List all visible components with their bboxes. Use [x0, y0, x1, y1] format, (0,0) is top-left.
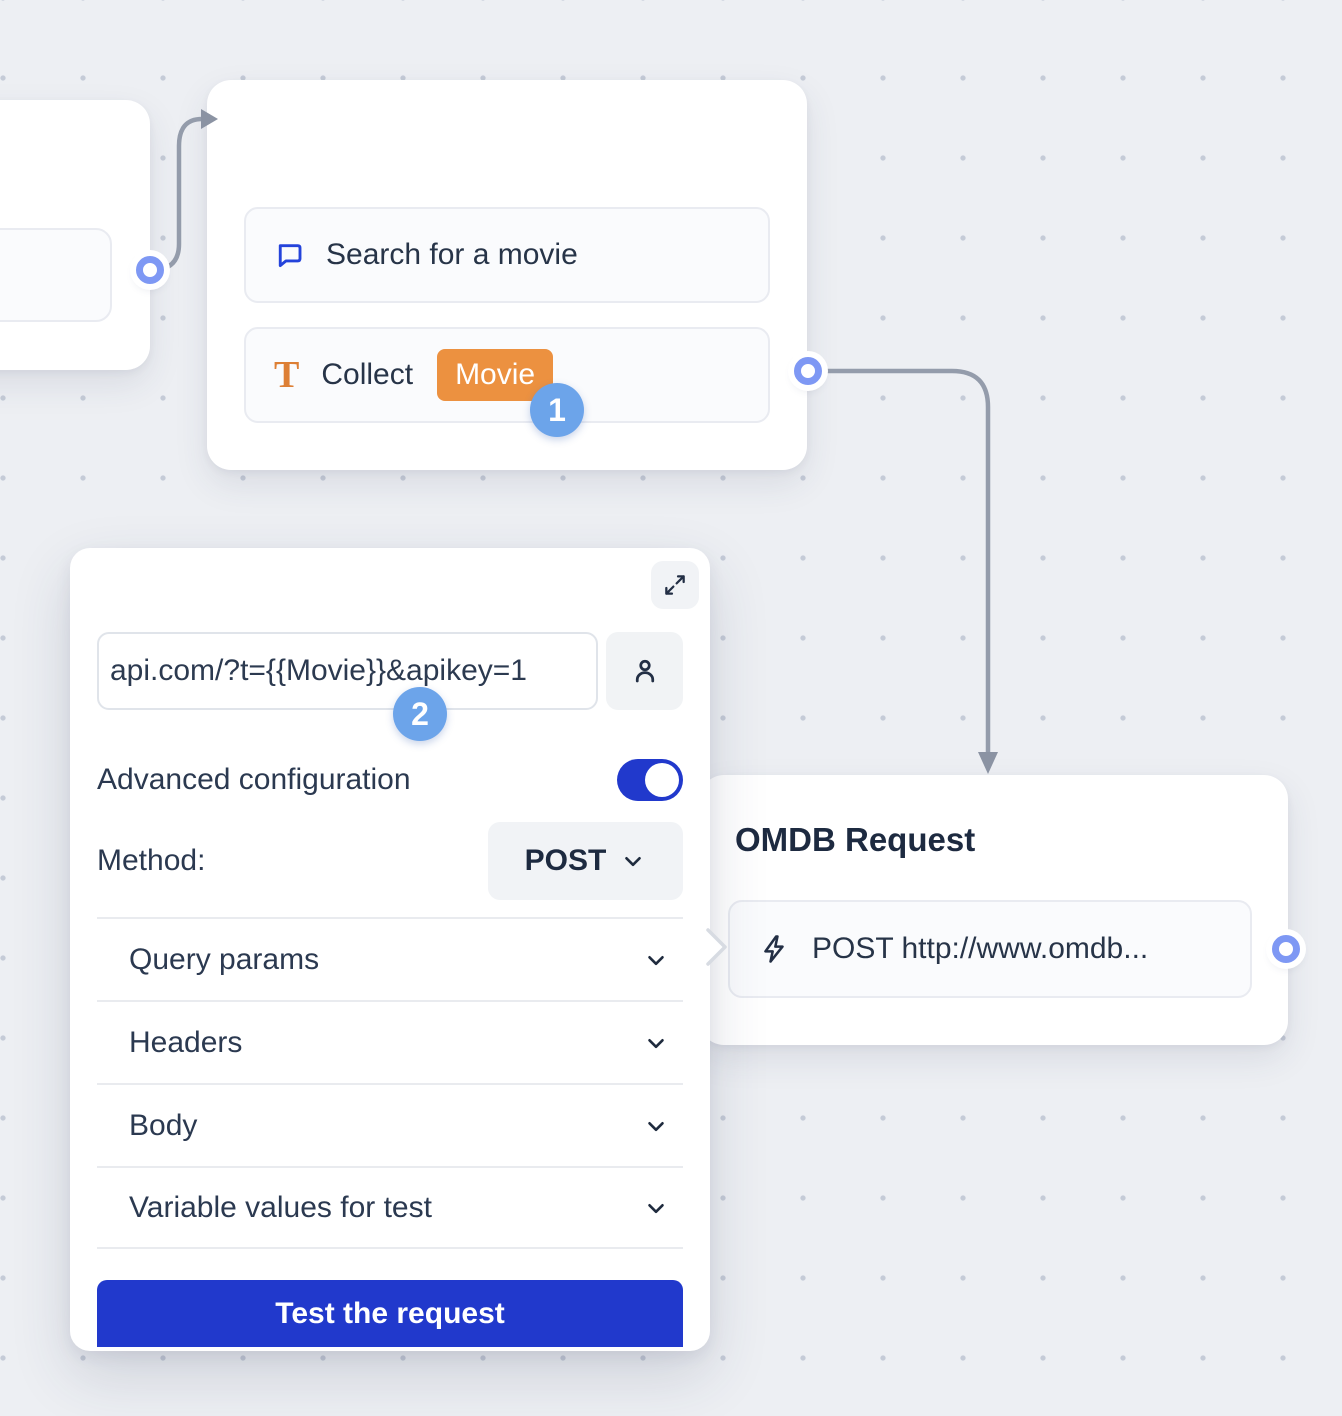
section-headers[interactable]: Headers [97, 1000, 683, 1083]
method-label: Method: [97, 844, 206, 877]
section-query-params[interactable]: Query params [97, 917, 683, 1000]
edge-left-to-movie [147, 116, 205, 273]
text-collect-icon: T [274, 354, 300, 396]
collect-block[interactable]: T Collect Movie [244, 327, 770, 423]
chevron-down-icon [648, 1038, 664, 1048]
message-block[interactable]: Search for a movie [244, 207, 770, 303]
chevron-down-icon [648, 1121, 664, 1131]
collapsible-sections: Query params Headers Body Variable value… [97, 917, 683, 1249]
webhook-block[interactable]: POST http://www.omdb... [728, 900, 1252, 998]
webhook-config-panel: api.com/?t={{Movie}}&apikey=1 Advanced c… [70, 548, 710, 1351]
section-variable-values[interactable]: Variable values for test [97, 1166, 683, 1249]
webhook-block-label: POST http://www.omdb... [812, 932, 1149, 965]
chevron-down-icon [648, 955, 664, 965]
chevron-down-icon [648, 1203, 664, 1213]
expand-button[interactable] [651, 561, 699, 609]
person-icon [635, 659, 654, 683]
lightning-icon [764, 935, 784, 963]
expand-icon [665, 575, 685, 595]
partial-node[interactable] [0, 100, 150, 370]
method-select[interactable]: POST [488, 822, 683, 900]
variable-chip[interactable]: Movie [437, 349, 554, 401]
url-input-value: api.com/?t={{Movie}}&apikey=1 [110, 654, 527, 687]
test-request-button[interactable]: Test the request [97, 1280, 683, 1347]
message-block-label: Search for a movie [326, 238, 578, 271]
step-badge-2: 2 [393, 687, 447, 741]
advanced-configuration-toggle[interactable] [617, 759, 683, 801]
section-body[interactable]: Body [97, 1083, 683, 1166]
input-notch-icon [706, 928, 727, 966]
collect-block-label: Collect [321, 358, 414, 391]
omdb-output-port[interactable] [1272, 935, 1300, 963]
url-input[interactable]: api.com/?t={{Movie}}&apikey=1 [97, 632, 598, 710]
method-value: POST [524, 844, 607, 877]
chevron-down-icon [625, 856, 642, 867]
step-badge-1: 1 [530, 383, 584, 437]
partial-node-row[interactable] [0, 228, 112, 322]
partial-node-output-port[interactable] [136, 256, 164, 284]
chat-bubble-icon [278, 244, 302, 268]
node-movie-search[interactable]: Movie search Search for a movie T Collec… [207, 80, 807, 470]
insert-variable-button[interactable] [606, 632, 683, 710]
edge-movie-to-omdb [805, 368, 991, 757]
node-title: OMDB Request [735, 821, 976, 858]
node-omdb-request[interactable]: OMDB Request POST http://www.omdb... [700, 775, 1288, 1045]
edge-arrowhead-down [978, 752, 998, 774]
movie-search-output-port[interactable] [794, 357, 822, 385]
advanced-configuration-label: Advanced configuration [97, 763, 411, 796]
toggle-knob [645, 763, 679, 797]
